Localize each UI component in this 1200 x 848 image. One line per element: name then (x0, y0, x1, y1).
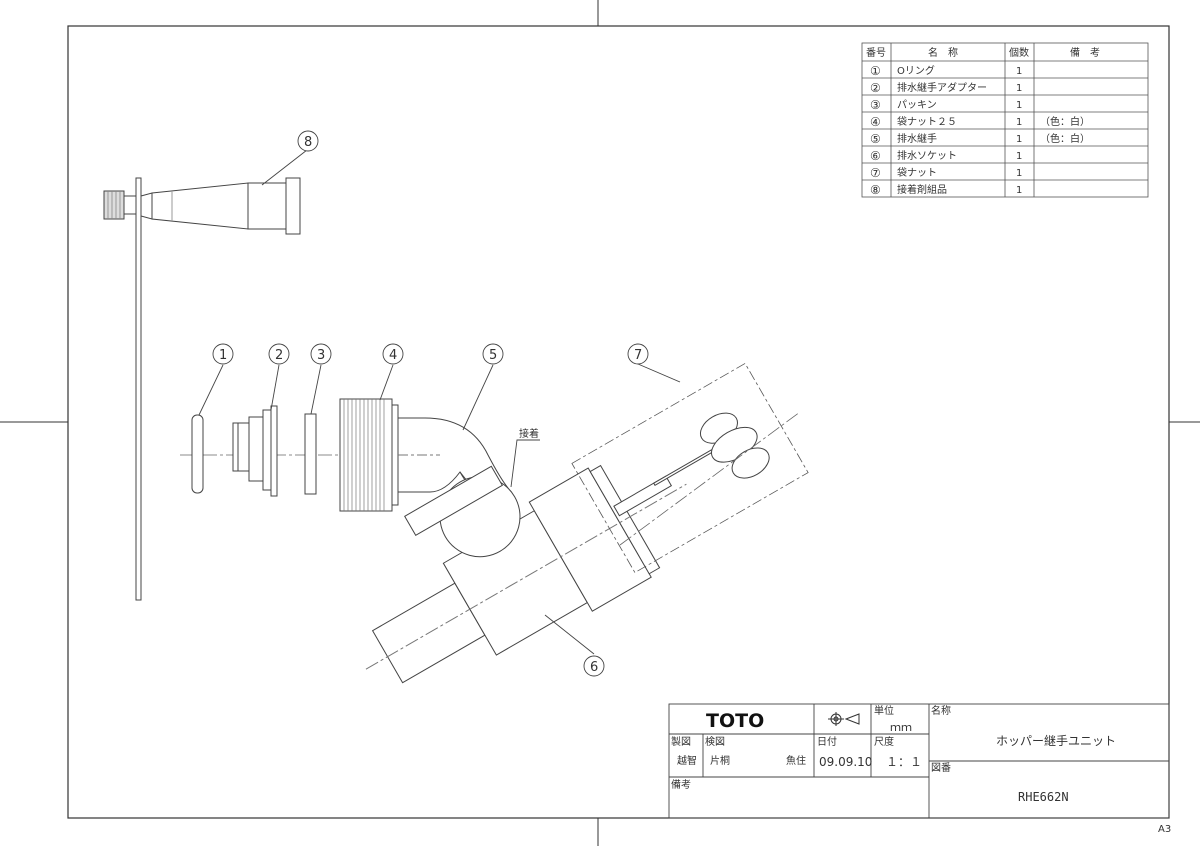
callout-4-number: 4 (389, 348, 397, 363)
parts-row-no: ② (870, 81, 881, 95)
parts-row-no: ⑥ (870, 149, 881, 163)
sheet-size-label: A3 (1158, 824, 1171, 835)
callout-8: 8 (297, 130, 319, 152)
parts-row-no: ⑤ (870, 132, 881, 146)
checked-value-2: 魚住 (786, 754, 806, 767)
parts-row-name: Oリング (897, 64, 935, 77)
parts-row-no: ⑧ (870, 183, 881, 197)
callout-8-number: 8 (304, 135, 312, 150)
scale-value: １：１ (886, 755, 922, 769)
callout-2: 2 (268, 343, 290, 365)
drawing-no-label: 図番 (931, 762, 951, 774)
adhesive-tube-part (103, 177, 301, 601)
adhesive-label: 接着 (519, 427, 539, 440)
packing-part (304, 413, 317, 495)
parts-row-qty: 1 (1016, 100, 1022, 111)
parts-table: 番号 名 称 個数 備 考 ① Oリング 1 ② 排水継手アダプター 1 ③ パ… (861, 42, 1149, 198)
parts-row-name: 接着剤組品 (897, 183, 947, 196)
parts-row-name: 排水継手アダプター (897, 81, 987, 94)
name-value: ホッパー継手ユニット (996, 733, 1116, 748)
name-label: 名称 (931, 704, 951, 717)
parts-row-name: 袋ナット (897, 166, 937, 179)
callout-3-number: 3 (317, 348, 325, 363)
parts-row-remarks: （色：白） (1040, 132, 1090, 145)
parts-table-header-remarks: 備 考 (1070, 46, 1100, 59)
unit-label: 単位 (874, 704, 894, 717)
callout-5-number: 5 (489, 348, 497, 363)
adapter-part (232, 405, 278, 497)
callout-5: 5 (482, 343, 504, 365)
parts-row-qty: 1 (1016, 168, 1022, 179)
parts-row-name: 排水ソケット (897, 149, 957, 162)
checked-label: 検図 (705, 735, 725, 748)
nut-part (571, 362, 809, 574)
date-value: 09.09.10 (819, 755, 872, 769)
parts-row-no: ④ (870, 115, 881, 129)
scale-label: 尺度 (874, 735, 894, 748)
parts-table-header-no: 番号 (866, 47, 886, 59)
parts-row-qty: 1 (1016, 134, 1022, 145)
parts-row-name: 排水継手 (897, 132, 937, 145)
toto-logo: TOTO (706, 710, 764, 732)
callout-1: 1 (212, 343, 234, 365)
callout-7-number: 7 (634, 348, 642, 363)
callout-6: 6 (583, 655, 605, 677)
callout-6-number: 6 (590, 660, 598, 675)
parts-row-remarks: （色：白） (1040, 115, 1090, 128)
drawn-label: 製図 (671, 735, 691, 748)
notes-label: 備考 (671, 778, 691, 791)
o-ring-part (191, 414, 204, 494)
drawn-value: 越智 (677, 754, 697, 767)
parts-row-no: ① (870, 64, 881, 78)
parts-row-qty: 1 (1016, 66, 1022, 77)
parts-row-qty: 1 (1016, 185, 1022, 196)
callout-4: 4 (382, 343, 404, 365)
drain-socket-part (365, 464, 687, 684)
parts-row-no: ⑦ (870, 166, 881, 180)
parts-table-header-qty: 個数 (1009, 46, 1029, 59)
callout-1-number: 1 (219, 348, 227, 363)
parts-row-name: 袋ナット２５ (897, 115, 957, 128)
parts-table-header-name: 名 称 (928, 46, 958, 59)
date-label: 日付 (817, 735, 837, 748)
checked-value-1: 片桐 (710, 754, 730, 767)
parts-row-qty: 1 (1016, 117, 1022, 128)
unit-value: ｍｍ (890, 721, 912, 734)
parts-row-qty: 1 (1016, 83, 1022, 94)
drawing-no-value: RHE662N (1018, 790, 1069, 804)
callout-2-number: 2 (275, 348, 283, 363)
projection-symbol-icon (828, 712, 860, 726)
nut-25-part (339, 398, 399, 512)
title-block: TOTO 単位 ｍｍ 名称 ホッパー継手ユニット 製図 越智 検図 片桐 魚住 … (668, 703, 1170, 819)
parts-row-qty: 1 (1016, 151, 1022, 162)
parts-row-no: ③ (870, 98, 881, 112)
leader-lines (198, 149, 681, 655)
callout-7: 7 (627, 343, 649, 365)
callout-3: 3 (310, 343, 332, 365)
parts-row-name: パッキン (897, 99, 937, 111)
